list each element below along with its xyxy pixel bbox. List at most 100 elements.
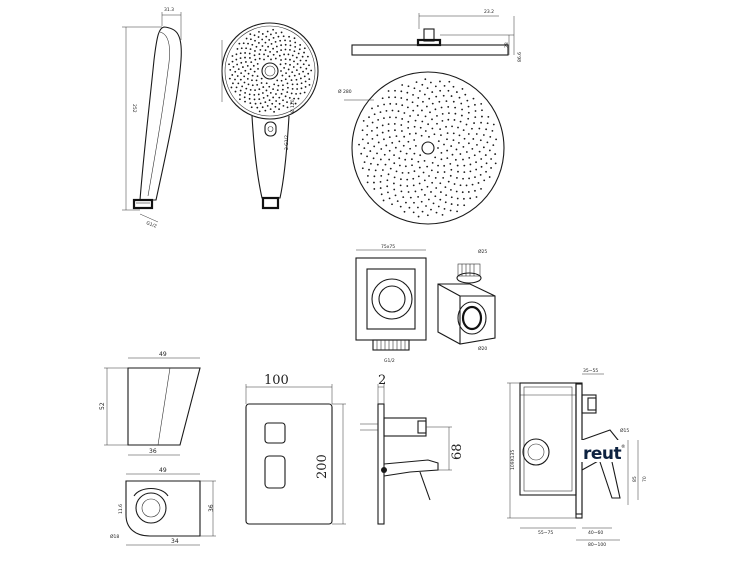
- nozzle-dot: [295, 69, 298, 72]
- nozzle-dot: [405, 201, 407, 204]
- nozzle-dot: [280, 79, 283, 82]
- nozzle-dot: [246, 77, 249, 80]
- nozzle-dot: [291, 71, 294, 74]
- nozzle-dot: [465, 151, 468, 153]
- nozzle-dot: [471, 127, 473, 130]
- plate-dim-height: 200: [315, 454, 330, 479]
- holder-top-view: 49 36 11.6 Ø18 34: [110, 467, 216, 546]
- nozzle-dot: [305, 67, 308, 70]
- nozzle-dot: [259, 102, 262, 105]
- valve-dim-top: 35~55: [583, 368, 598, 374]
- nozzle-dot: [409, 115, 411, 117]
- nozzle-dot: [284, 95, 287, 98]
- nozzle-dot: [299, 59, 302, 62]
- nozzle-dot: [407, 126, 410, 129]
- overhead-shower-side-view: 23.2 28 86.6: [351, 9, 523, 62]
- nozzle-dot: [363, 147, 366, 150]
- nozzle-dot: [410, 158, 413, 161]
- nozzle-dot: [269, 51, 271, 53]
- nozzle-dot: [308, 83, 311, 86]
- nozzle-dot: [439, 191, 442, 193]
- nozzle-dot: [248, 93, 251, 96]
- nozzle-dot: [428, 135, 430, 138]
- nozzle-dot: [254, 102, 257, 105]
- wall-outlet-front: 75x75 G1/2: [355, 244, 427, 364]
- nozzle-dot: [439, 182, 442, 185]
- nozzle-dot: [412, 109, 415, 112]
- nozzle-dot: [436, 115, 438, 117]
- nozzle-dot: [395, 135, 398, 138]
- nozzle-dot: [406, 178, 409, 181]
- nozzle-dot: [245, 47, 248, 50]
- nozzle-dot: [387, 191, 389, 194]
- nozzle-dot: [278, 54, 281, 57]
- nozzle-dot: [381, 131, 384, 134]
- nozzle-dot: [305, 59, 308, 62]
- nozzle-dot: [400, 190, 403, 193]
- nozzle-dot: [304, 80, 307, 83]
- nozzle-dot: [468, 157, 471, 159]
- nozzle-dot: [437, 140, 440, 143]
- nozzle-dot: [434, 156, 437, 159]
- nozzle-dot: [395, 103, 398, 105]
- nozzle-dot: [409, 147, 412, 150]
- nozzle-dot: [272, 88, 275, 90]
- holder-side-view: 49 52 36: [99, 351, 201, 456]
- nozzle-dot: [303, 47, 306, 50]
- nozzle-dot: [450, 95, 453, 97]
- nozzle-dot: [460, 114, 463, 117]
- nozzle-dot: [391, 203, 393, 206]
- nozzle-dot: [416, 104, 419, 107]
- nozzle-dot: [254, 39, 256, 42]
- nozzle-dot: [394, 89, 396, 92]
- nozzle-dot: [266, 104, 269, 107]
- nozzle-dot: [372, 157, 375, 160]
- nozzle-dot: [373, 113, 376, 116]
- nozzle-dot: [450, 196, 453, 199]
- valve-dim-right-1: Ø15: [620, 427, 629, 434]
- nozzle-dot: [285, 72, 287, 75]
- nozzle-dot: [300, 87, 303, 90]
- nozzle-dot: [255, 79, 258, 82]
- nozzle-dot: [491, 129, 494, 132]
- nozzle-dot: [464, 93, 467, 96]
- nozzle-dot: [440, 134, 442, 137]
- nozzle-dot: [443, 207, 446, 210]
- nozzle-dot: [405, 152, 408, 155]
- nozzle-dot: [413, 201, 415, 204]
- nozzle-dot: [284, 43, 287, 46]
- nozzle-dot: [286, 82, 289, 85]
- nozzle-dot: [419, 126, 422, 129]
- nozzle-dot: [379, 111, 382, 113]
- nozzle-dot: [361, 138, 364, 141]
- nozzle-dot: [244, 92, 247, 94]
- nozzle-dot: [490, 167, 492, 169]
- nozzle-dot: [294, 102, 297, 105]
- nozzle-dot: [366, 133, 368, 136]
- nozzle-dot: [408, 133, 411, 135]
- nozzle-dot: [411, 164, 413, 167]
- valve-dim-bottom-1: 55~75: [538, 530, 553, 536]
- nozzle-dot: [481, 109, 483, 112]
- nozzle-dot: [247, 42, 249, 45]
- nozzle-dot: [419, 154, 422, 157]
- nozzle-dot: [461, 108, 463, 111]
- nozzle-dot: [262, 96, 265, 99]
- nozzle-dot: [423, 159, 426, 162]
- nozzle-dot: [431, 161, 434, 164]
- overhead-dim-h-a: 28: [504, 42, 510, 48]
- nozzle-dot: [475, 133, 478, 135]
- nozzle-dot: [482, 134, 485, 136]
- nozzle-dot: [231, 74, 234, 76]
- overhead-dim-width: 23.2: [484, 9, 494, 15]
- nozzle-dot: [398, 157, 401, 160]
- nozzle-dot: [393, 123, 396, 125]
- nozzle-dot: [465, 123, 468, 126]
- nozzle-dot: [450, 145, 453, 147]
- nozzle-dot: [414, 190, 417, 193]
- nozzle-dot: [237, 82, 240, 85]
- nozzle-dot: [430, 191, 432, 193]
- plate-side-dim-spout: 68: [450, 443, 465, 460]
- nozzle-dot: [481, 115, 483, 118]
- nozzle-dot: [304, 86, 307, 88]
